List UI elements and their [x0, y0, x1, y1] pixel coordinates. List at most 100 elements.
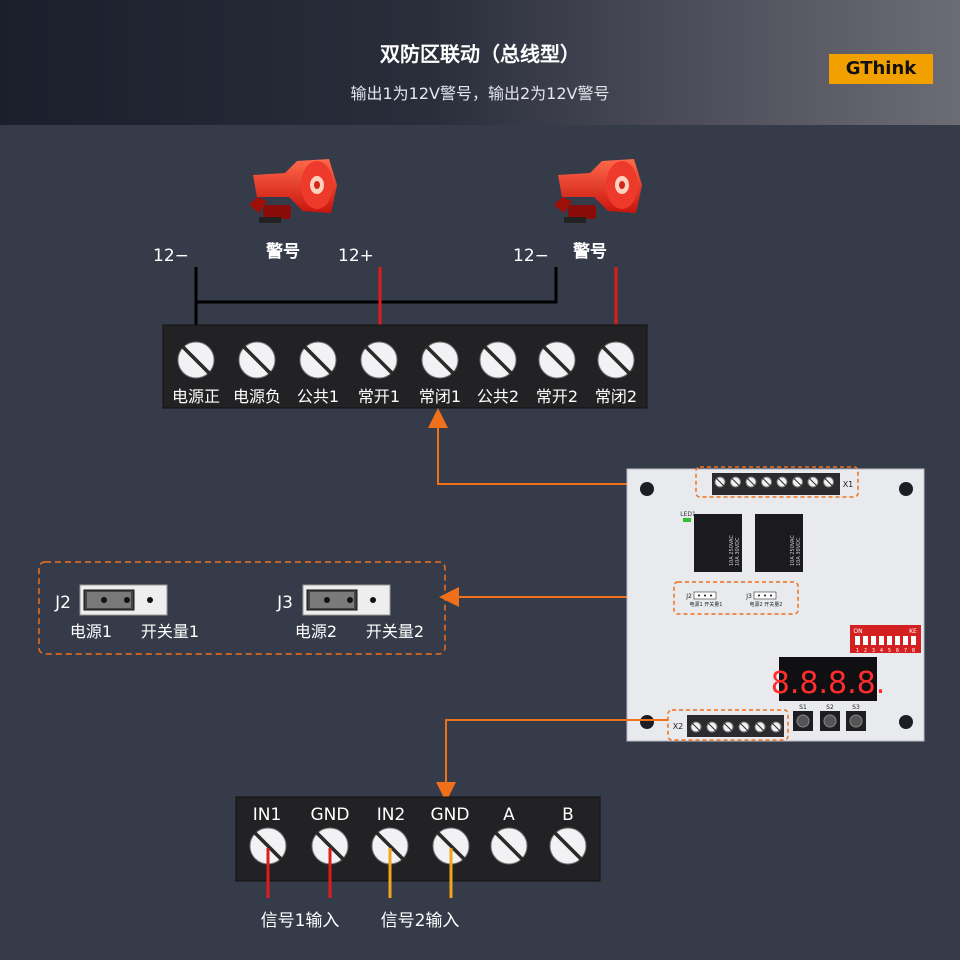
dip-number: 5 — [888, 648, 891, 654]
siren2-label: 警号 — [572, 241, 607, 262]
terminal-screw — [776, 476, 788, 488]
gthink-logo: GThink — [829, 54, 933, 84]
board-button-label: S2 — [826, 704, 834, 711]
terminal-label: 公共1 — [297, 387, 339, 406]
dip-switch — [903, 636, 908, 645]
page-subtitle: 输出1为12V警号，输出2为12V警号 — [350, 84, 610, 103]
jumper-j2-right-label: 开关量1 — [141, 622, 199, 641]
terminal-screw — [479, 341, 517, 379]
relay1-text: 10A 250VAC — [729, 535, 735, 566]
board-x1-label: X1 — [843, 480, 854, 489]
terminal-label: 常开2 — [536, 387, 578, 406]
board-x2-label: X2 — [673, 722, 684, 731]
board-button-cap — [823, 714, 837, 728]
board-j2-label: J2 — [685, 593, 692, 600]
dip-number: 1 — [856, 648, 859, 654]
dip-switch — [887, 636, 892, 645]
board-led-label: LED1 — [680, 511, 696, 518]
terminal-screw — [761, 476, 772, 488]
terminal-label: 电源正 — [172, 387, 220, 406]
siren1-label: 警号 — [265, 241, 300, 262]
controller-board: X1 LED1 10A 250VAC 10A 30VDC 10A 250VAC … — [626, 466, 925, 742]
dip-number: 7 — [904, 648, 907, 654]
dip-switch — [879, 636, 884, 645]
relay2-text2: 10A 30VDC — [796, 537, 802, 566]
dip-number: 6 — [896, 648, 899, 654]
terminal-screw — [597, 341, 635, 379]
siren-icon — [249, 159, 337, 223]
dip-number: 2 — [864, 648, 867, 654]
terminal-screw — [238, 341, 276, 379]
terminal-screw — [823, 476, 834, 488]
dip-switch — [911, 636, 916, 645]
siren1-plus-label: 12+ — [338, 246, 374, 266]
bottom-wires — [266, 848, 453, 898]
dip-on-label: ON — [853, 628, 862, 635]
terminal-label: 常闭1 — [419, 387, 461, 406]
terminal-screw — [549, 827, 587, 865]
terminal-screw — [299, 341, 337, 379]
dip-number: 4 — [880, 648, 883, 654]
terminal-screw — [490, 827, 528, 865]
terminal-screw — [722, 721, 734, 733]
terminal-label: B — [562, 805, 574, 825]
seven-seg-display: 8.8.8.8. — [771, 666, 886, 701]
board-j2-text: 电源1 开关量1 — [690, 601, 723, 608]
signal1-label: 信号1输入 — [261, 911, 340, 931]
jumper-panel: J2 电源1 开关量1 J3 电源2 开关量2 — [38, 561, 446, 655]
jumper-j2-name: J2 — [54, 593, 71, 613]
board-j3-label: J3 — [745, 593, 752, 600]
terminal-screw — [538, 341, 576, 379]
jumper-j3-right-label: 开关量2 — [366, 622, 424, 641]
dip-switch — [855, 636, 860, 645]
terminal-screw — [360, 341, 398, 379]
board-j3-text: 电源2 开关量2 — [750, 601, 783, 608]
dip-number: 8 — [912, 648, 915, 654]
terminal-label: IN1 — [253, 805, 282, 825]
dip-switch — [895, 636, 900, 645]
terminal-screw — [745, 476, 757, 488]
dip-switch — [863, 636, 868, 645]
relay1-text2: 10A 30VDC — [735, 537, 741, 566]
terminal-screw — [807, 476, 819, 488]
jumper-j3-name: J3 — [276, 593, 293, 613]
board-button-cap — [849, 714, 863, 728]
terminal-screw — [754, 721, 766, 733]
page-title: 双防区联动（总线型） — [380, 42, 580, 66]
terminal-screw — [770, 721, 782, 733]
terminal-label: A — [503, 805, 515, 825]
terminal-label: 常开1 — [358, 387, 400, 406]
terminal-label: IN2 — [377, 805, 406, 825]
jumper-j2-left-label: 电源1 — [70, 622, 112, 641]
terminal-screw — [730, 476, 741, 488]
terminal-screw — [177, 341, 215, 379]
terminal-block-output: 电源正 电源负 公共1 常开1 常闭1 公共2 常开2 常闭2 — [162, 324, 648, 409]
terminal-screw — [690, 721, 702, 733]
relay2-text: 10A 250VAC — [790, 535, 796, 566]
terminal-block-input: IN1 GND IN2 GND A B — [235, 796, 601, 882]
terminal-screw — [311, 827, 349, 865]
dip-ke-label: KE — [909, 628, 917, 635]
siren1-minus-label: 12− — [153, 246, 189, 266]
signal2-label: 信号2输入 — [381, 911, 460, 931]
board-button-label: S3 — [852, 704, 860, 711]
arrow-x2-to-input — [436, 719, 668, 802]
terminal-screw — [792, 476, 803, 488]
board-button-cap — [796, 714, 810, 728]
terminal-label: GND — [311, 805, 350, 825]
board-button-label: S1 — [799, 704, 807, 711]
dip-number: 3 — [872, 648, 875, 654]
terminal-screw — [738, 721, 750, 733]
terminal-screw — [714, 476, 726, 488]
dip-switch — [871, 636, 876, 645]
terminal-screw — [249, 827, 287, 865]
terminal-screw — [706, 721, 718, 733]
terminal-screw — [421, 341, 459, 379]
siren2-minus-label: 12− — [513, 246, 549, 266]
header-banner: 双防区联动（总线型） 输出1为12V警号，输出2为12V警号 GThink — [0, 0, 960, 125]
terminal-label: GND — [431, 805, 470, 825]
jumper-j3-left-label: 电源2 — [295, 622, 337, 641]
siren-icon — [554, 159, 642, 223]
